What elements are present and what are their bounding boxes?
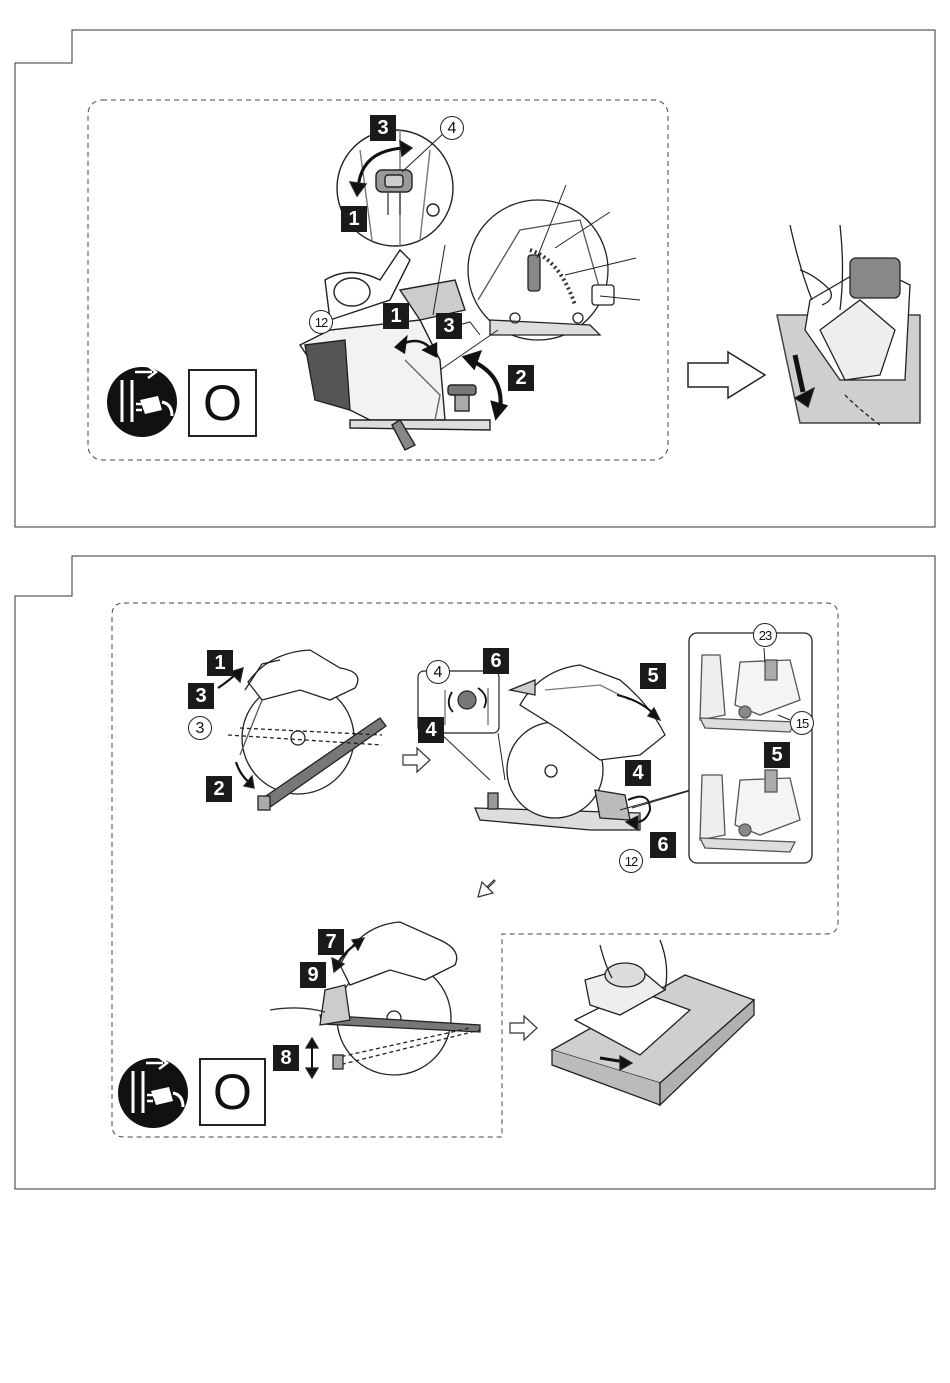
callout-number: 15: [790, 711, 814, 735]
saw-depth-adjust: [218, 650, 386, 810]
step-label: 1: [207, 650, 233, 676]
cutting-illustration: [552, 940, 754, 1105]
outline-right-arrow-icon: [510, 1016, 537, 1040]
step-label: 4: [625, 760, 651, 786]
step-label: 4: [418, 717, 444, 743]
step-label: 8: [273, 1045, 299, 1071]
step-label: 2: [206, 776, 232, 802]
step-label: 6: [483, 648, 509, 674]
step-label: 5: [640, 663, 666, 689]
callout-number: 3: [188, 716, 212, 740]
step-label: 6: [650, 832, 676, 858]
callout-number: 12: [619, 849, 643, 873]
saw-bevel-adjust: [475, 665, 690, 860]
step-label: 7: [318, 929, 344, 955]
step-label: 9: [300, 962, 326, 988]
saw-depth-set: [270, 922, 480, 1078]
callout-number: 4: [426, 660, 450, 684]
callout-number: 23: [753, 623, 777, 647]
outline-right-arrow-icon: [403, 748, 430, 772]
mode-o-box: O: [199, 1058, 266, 1126]
step-label: 5: [764, 742, 790, 768]
unplug-icon: [118, 1057, 188, 1128]
step-label: 3: [188, 683, 214, 709]
outline-diagonal-arrow-icon: [478, 880, 495, 897]
